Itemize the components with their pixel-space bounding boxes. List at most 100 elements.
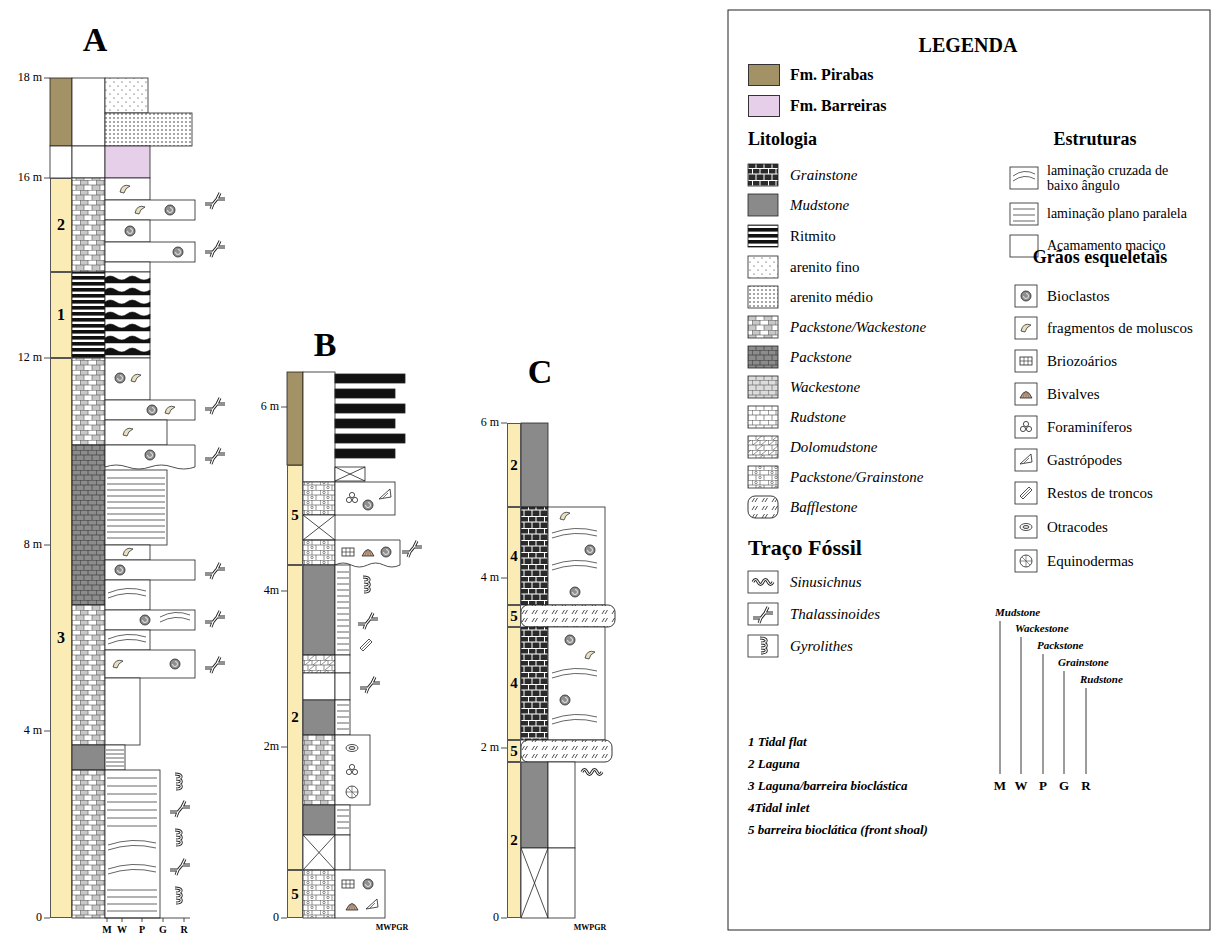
- covered-interval: [303, 835, 335, 870]
- lithology-box: [521, 627, 548, 740]
- parallel-lamination: [337, 705, 349, 729]
- texture-letter: R: [180, 924, 187, 935]
- bioclast-symbol: [563, 698, 568, 703]
- depth-label: 6 m: [261, 400, 279, 413]
- depth-label: 0: [493, 911, 499, 924]
- parallel-lamination: [337, 810, 349, 828]
- thalassinoides-symbol: [205, 448, 225, 464]
- bivalve-symbol: [1023, 392, 1029, 398]
- sinusichnus-symbol: [582, 770, 602, 775]
- legend-text: Restos de troncos: [1047, 485, 1153, 502]
- legend-sample: [748, 406, 778, 428]
- bafflestone-bed: [521, 740, 612, 762]
- bioclast-symbol: [573, 590, 578, 595]
- texture-letter: W: [1015, 779, 1028, 793]
- facies-number: 2: [291, 710, 299, 725]
- bioclast-symbol: [173, 247, 183, 257]
- thalassinoides-symbol: [753, 607, 773, 623]
- texture-scale-line: [1000, 621, 1086, 774]
- facies-band: 2: [287, 565, 303, 870]
- bed-box: [105, 358, 150, 400]
- bioclast-symbol: [118, 568, 123, 573]
- thalassinoides-symbol: [205, 241, 225, 257]
- thalassinoides-symbol: [205, 563, 225, 579]
- ritmite-layer: [335, 419, 395, 428]
- legend-text: Packstone/Wackestone: [790, 319, 926, 336]
- foraminifer-symbol: [352, 769, 357, 774]
- mollusc-fragment-symbol: [123, 548, 133, 556]
- bioclast-symbol: [176, 250, 181, 255]
- depth-label: 0: [273, 911, 279, 924]
- legend-text: Thalassinoides: [790, 606, 880, 623]
- bed-box: [105, 560, 195, 580]
- bafflestone-bed: [521, 605, 615, 627]
- legend-swatch: [748, 95, 780, 117]
- legend-heading: Litologia: [748, 130, 817, 150]
- ritmite-bed: [105, 272, 150, 358]
- ritmite-layer: [335, 404, 405, 413]
- bed-box: [105, 580, 150, 610]
- thalassinoides-symbol: [170, 859, 190, 875]
- legend-sample: [1015, 285, 1037, 307]
- mollusc-fragment-symbol: [120, 185, 130, 193]
- facies-number: 1: [57, 307, 65, 323]
- bioclast-symbol: [115, 373, 125, 383]
- covered-interval: [521, 848, 548, 918]
- barreiras-bed: [105, 146, 150, 178]
- texture-letter: M: [994, 779, 1006, 793]
- thalassinoides-symbol: [170, 859, 190, 875]
- lithology-box: [303, 482, 335, 515]
- lithology-box: [72, 178, 105, 272]
- facies-number: 5: [510, 744, 518, 759]
- bioclast-symbol: [560, 695, 570, 705]
- lithology-box: [72, 770, 105, 918]
- trunk-symbol: [360, 639, 372, 651]
- thalassinoides-symbol: [402, 541, 422, 557]
- trunk-symbol: [1022, 489, 1030, 497]
- legend-text: Foraminíferos: [1047, 419, 1132, 436]
- legend-swatch: [748, 64, 780, 86]
- thalassinoides-symbol: [753, 607, 773, 623]
- thalassinoides-symbol: [205, 611, 225, 627]
- gastropod-symbol: [379, 489, 391, 499]
- depth-label: 2 m: [481, 741, 499, 754]
- ritmite-layer: [335, 449, 395, 458]
- legend-sample: [748, 466, 778, 488]
- bed-box: [105, 470, 167, 545]
- lithology-box: [303, 735, 335, 805]
- facies-number: 3: [57, 630, 65, 646]
- gyrolithes-symbol: [175, 888, 181, 903]
- bed-box: [335, 700, 350, 735]
- facies-note: 1 Tidal flat: [748, 735, 807, 749]
- depth-label: 0: [36, 911, 42, 924]
- legend-text: Acamamento maciço: [1047, 238, 1166, 253]
- bryozoan-symbol: [342, 548, 354, 556]
- ritmite-lens: [105, 288, 150, 295]
- legend-sample: [748, 256, 778, 278]
- bed-box: [335, 805, 350, 835]
- gyrolithes-symbol: [175, 830, 181, 845]
- legend-sample: [748, 316, 778, 338]
- gastropod-symbol: [370, 903, 375, 908]
- bioclast-symbol: [128, 229, 133, 234]
- lithology-box: [521, 762, 548, 848]
- lithology-box: [303, 700, 335, 735]
- facies-number: 5: [291, 887, 299, 902]
- bed-box: [105, 650, 195, 678]
- depth-label: 6 m: [481, 416, 499, 429]
- lithology-box: [303, 540, 335, 565]
- facies-number: 2: [57, 217, 65, 233]
- gyrolithes-symbol: [175, 774, 181, 789]
- bryozoan-symbol: [342, 880, 354, 888]
- lithology-box: [72, 358, 105, 445]
- bed-box: [105, 630, 150, 650]
- gastropod-symbol: [366, 899, 378, 909]
- thalassinoides-symbol: [358, 613, 378, 629]
- depth-label: 4 m: [481, 571, 499, 584]
- bed-box: [335, 673, 350, 700]
- lithology-box: [303, 565, 335, 655]
- legend-sample: [1010, 203, 1038, 225]
- depth-label: 4 m: [24, 724, 42, 737]
- facies-number: 4: [510, 549, 518, 564]
- texture-name: Wackestone: [1015, 622, 1069, 634]
